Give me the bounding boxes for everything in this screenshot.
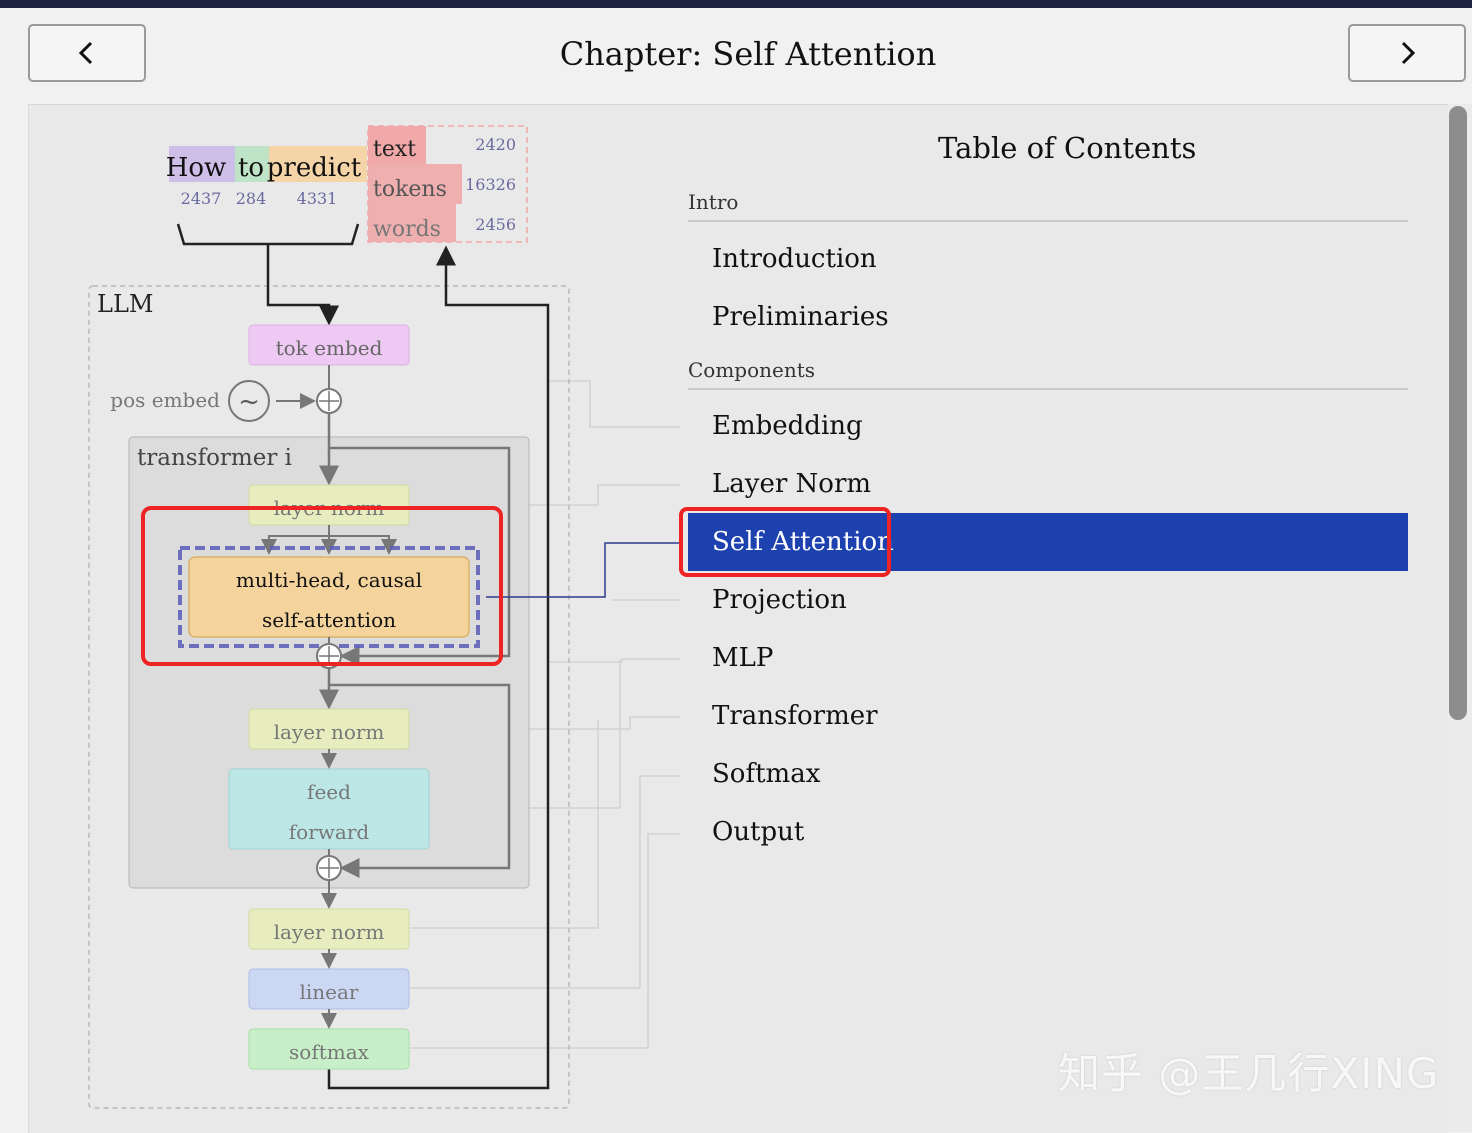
llm-label: LLM [97,290,153,318]
chevron-left-icon [78,41,93,65]
block-label: self-attention [262,608,396,632]
output-bar-text [368,126,426,164]
active-connector-line [486,542,680,598]
token-id: 2437 [181,189,222,208]
token-id: 4331 [297,189,338,208]
previous-chapter-button[interactable] [28,24,146,82]
input-flow-line [266,244,339,326]
token-text: predict [267,153,362,183]
token-how-chip [169,146,235,182]
toc-item-softmax[interactable]: Softmax [712,759,821,789]
output-flow-line [327,245,550,1090]
block-label: multi-head, causal [236,568,422,592]
token-predict-chip [269,146,367,182]
output-token-id: 2456 [475,215,516,234]
residual-line-1 [327,413,511,666]
output-token-text: text [373,137,416,162]
toc-section-intro: Intro [688,188,1408,222]
softmax-block[interactable] [248,1028,410,1070]
block-label: tok embed [276,336,383,360]
token-text: How [166,153,227,183]
next-chapter-button[interactable] [1348,24,1466,82]
add-icon [316,855,342,881]
qkv-split-lines [261,525,397,555]
output-bar-words [368,204,456,242]
pos-embed-label: pos embed [110,388,220,412]
toc-item-transformer[interactable]: Transformer [712,701,878,731]
add-icon [316,388,342,414]
toc-item-mlp[interactable]: MLP [712,643,774,673]
toc-item-layer-norm[interactable]: Layer Norm [712,469,872,499]
output-token-id: 2420 [475,135,516,154]
chevron-right-icon [1401,41,1416,65]
residual-line-2 [327,668,511,878]
output-token-text: tokens [373,177,447,202]
token-text: to [238,153,264,183]
toc-item-introduction[interactable]: Introduction [712,244,877,274]
block-label: linear [300,980,359,1004]
transformer-label: transformer i [137,445,292,471]
toc-section-components: Components [688,356,1408,390]
token-to-chip [235,146,269,182]
highlight-box-toc [679,507,891,577]
scrollbar-thumb[interactable] [1449,106,1467,720]
toc-item-self-attention[interactable]: Self Attention [688,513,1408,571]
block-label: softmax [289,1040,370,1064]
llm-frame [88,285,570,1109]
block-label: feed [307,780,351,804]
input-bracket [176,223,360,246]
top-bar [0,0,1472,8]
block-label: layer norm [274,720,385,744]
output-token-text: words [373,217,441,242]
sine-wave-icon [228,380,270,422]
toc-item-embedding[interactable]: Embedding [712,411,863,441]
tilde-glyph: ~ [238,387,260,417]
toc-item-projection[interactable]: Projection [712,585,847,615]
block-label: forward [289,820,370,844]
block-label: layer norm [274,920,385,944]
toc-item-output[interactable]: Output [712,817,805,847]
chapter-title: Chapter: Self Attention [559,35,937,73]
highlight-box-diagram [141,506,503,666]
toc-item-preliminaries[interactable]: Preliminaries [712,302,889,332]
output-token-id: 16326 [465,175,516,194]
toc-heading: Table of Contents [938,131,1197,165]
output-bar-tokens [368,164,462,204]
token-id: 284 [236,189,267,208]
watermark: 知乎 @王几行XING [1058,1049,1440,1098]
